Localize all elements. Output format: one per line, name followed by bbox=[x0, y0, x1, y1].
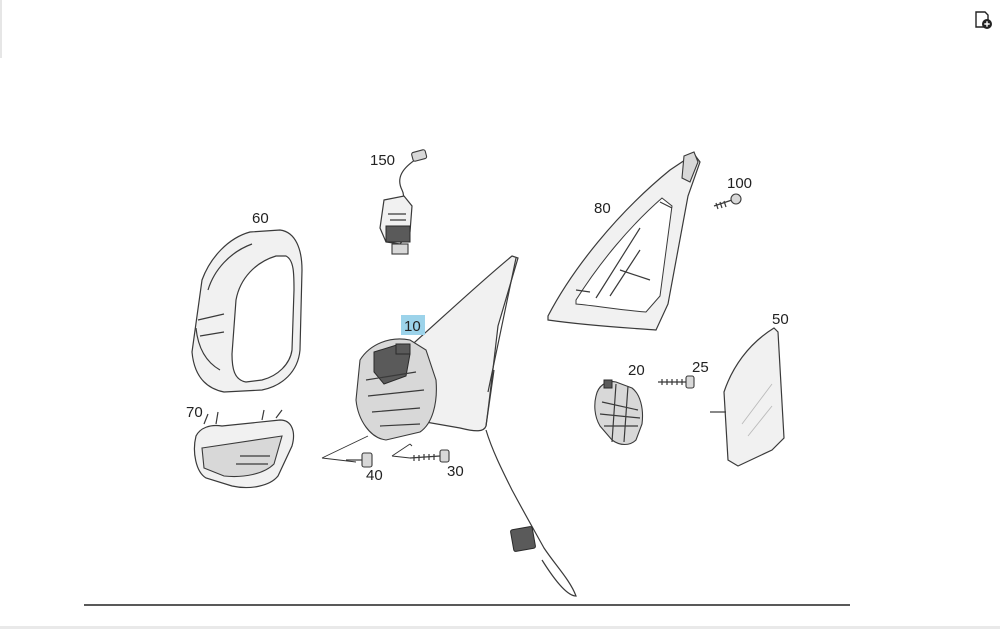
part-10-mirror-base[interactable] bbox=[355, 255, 519, 441]
callout-25[interactable]: 25 bbox=[692, 359, 709, 376]
part-150-harness[interactable] bbox=[379, 149, 428, 255]
callout-10-highlight bbox=[401, 315, 425, 335]
part-40-screw[interactable] bbox=[346, 452, 373, 468]
part-20-motor[interactable] bbox=[594, 379, 644, 446]
add-to-list-icon bbox=[975, 11, 992, 29]
bottom-bar bbox=[0, 626, 1000, 629]
callout-70[interactable]: 70 bbox=[186, 404, 203, 421]
leader-lines bbox=[321, 435, 413, 463]
part-60-housing[interactable] bbox=[191, 229, 303, 393]
callout-40[interactable]: 40 bbox=[366, 467, 383, 484]
add-to-list-button[interactable] bbox=[972, 9, 994, 31]
part-30-screw[interactable] bbox=[409, 449, 450, 463]
part-70-lower-cover[interactable] bbox=[193, 409, 295, 489]
part-80-triangle-cover[interactable] bbox=[547, 151, 701, 331]
callout-150[interactable]: 150 bbox=[370, 152, 395, 169]
base-cable bbox=[485, 429, 577, 597]
callout-30[interactable]: 30 bbox=[447, 463, 464, 480]
callout-20[interactable]: 20 bbox=[628, 362, 645, 379]
callout-80[interactable]: 80 bbox=[594, 200, 611, 217]
part-100-screw[interactable] bbox=[713, 193, 742, 210]
part-25-screw[interactable] bbox=[658, 375, 695, 389]
left-edge-strip bbox=[0, 0, 2, 58]
part-50-mirror-glass[interactable] bbox=[710, 327, 785, 467]
callout-60[interactable]: 60 bbox=[252, 210, 269, 227]
callout-10[interactable]: 10 bbox=[404, 318, 421, 335]
callout-100[interactable]: 100 bbox=[727, 175, 752, 192]
callout-50[interactable]: 50 bbox=[772, 311, 789, 328]
